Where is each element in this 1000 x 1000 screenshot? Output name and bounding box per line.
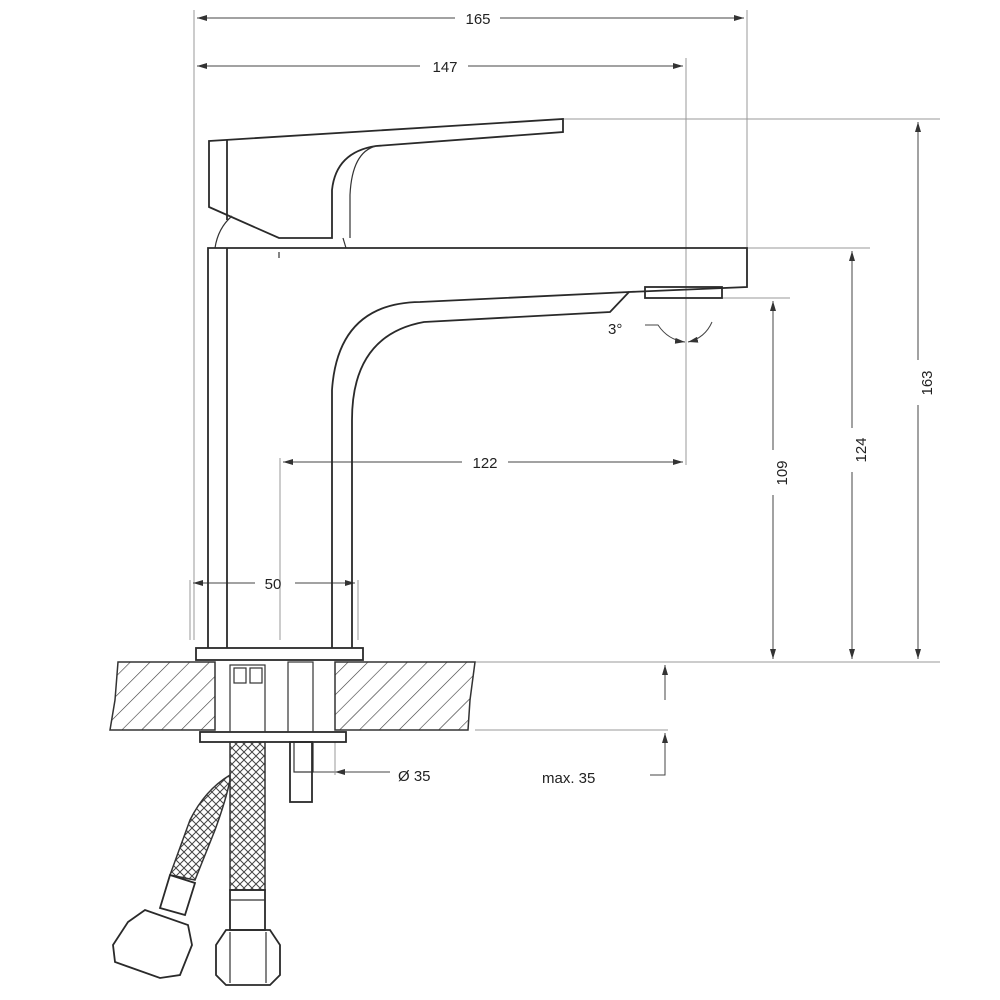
hose-nut — [215, 929, 281, 986]
dim-hole-diameter: Ø 35 — [398, 768, 431, 785]
supply-hoses — [112, 741, 281, 986]
faucet-body — [195, 247, 748, 661]
dim-overall-height: 163 — [919, 370, 936, 395]
dim-spout-reach: 122 — [472, 455, 497, 472]
mounting-plate — [199, 731, 347, 743]
dim-max-thickness: max. 35 — [542, 770, 595, 787]
hose-nut — [112, 908, 193, 979]
dim-body-height: 124 — [853, 437, 870, 462]
extension-lines — [189, 10, 940, 731]
dim-spout-height: 109 — [774, 460, 791, 485]
base-ring — [195, 647, 364, 661]
aerator — [644, 286, 723, 299]
countertop-section — [109, 661, 476, 803]
dim-base-width: 50 — [265, 576, 282, 593]
dim-handle-width: 147 — [432, 59, 457, 76]
faucet-handle — [208, 118, 564, 258]
dim-spout-angle: 3° — [608, 321, 622, 338]
dimension-lines — [193, 15, 921, 776]
dim-overall-width: 165 — [465, 11, 490, 28]
mounting-stud — [289, 741, 313, 803]
dimension-labels: 165 147 122 50 109 124 163 3° Ø 35 max. … — [265, 11, 936, 787]
